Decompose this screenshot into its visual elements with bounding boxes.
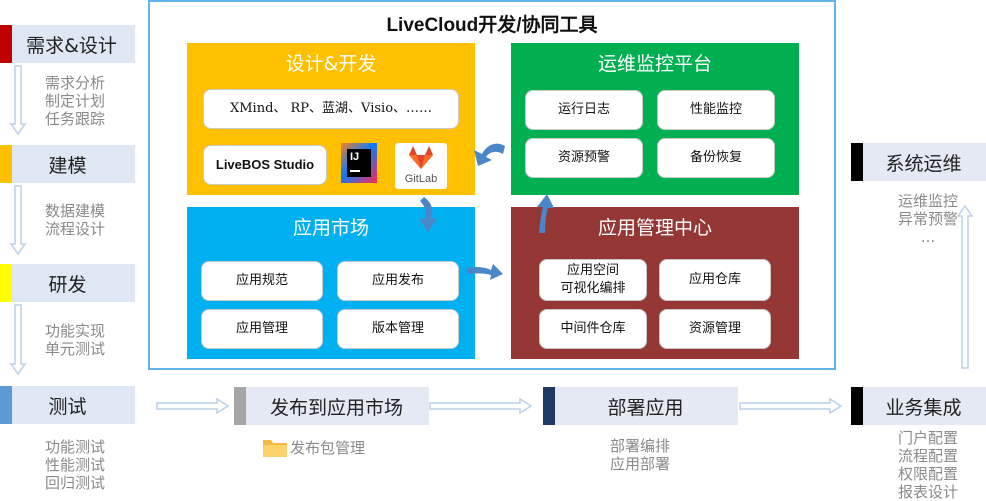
flow-note: 部署编排 应用部署 xyxy=(609,437,670,473)
card-performance: 性能监控 xyxy=(657,90,775,130)
arrow-market-to-center xyxy=(466,264,503,280)
panel-title: 运维监控平台 xyxy=(597,53,712,75)
frame-title: LiveCloud开发/协同工具 xyxy=(386,15,598,36)
flow-deploy-app: 部署应用 xyxy=(543,387,738,425)
card-resource-manage: 资源管理 xyxy=(659,309,771,349)
panel-app-center: 应用管理中心 应用空间 可视化编排 应用仓库 中间件仓库 资源管理 xyxy=(511,207,799,359)
stage-accent xyxy=(0,386,12,424)
stage-accent xyxy=(0,145,12,183)
flow-note: 门户配置 流程配置 权限配置 报表设计 xyxy=(897,429,958,501)
stage-testing: 测试 xyxy=(0,386,135,424)
stage-notes: 运维监控 异常预警 ... xyxy=(897,192,958,246)
stage-label: 需求&设计 xyxy=(26,34,117,57)
panel-title: 应用管理中心 xyxy=(597,217,712,239)
stage-label: 建模 xyxy=(48,154,87,177)
card-middleware-repo: 中间件仓库 xyxy=(539,309,647,349)
panel-title: 应用市场 xyxy=(292,217,369,239)
gitlab-fox-icon xyxy=(409,146,433,169)
intellij-icon: IJ xyxy=(341,143,377,183)
card-tools: XMind、 RP、蓝湖、Visio、…… xyxy=(203,89,459,129)
stage-notes: 需求分析 制定计划 任务跟踪 xyxy=(44,74,105,128)
stage-accent xyxy=(0,264,12,302)
intellij-inner: IJ xyxy=(347,149,371,177)
arrow-center-to-ops xyxy=(537,194,554,233)
flow-label: 业务集成 xyxy=(885,396,962,419)
stage-notes: 功能实现 单元测试 xyxy=(44,322,105,358)
card-app-repo: 应用仓库 xyxy=(659,259,771,301)
stage-label: 系统运维 xyxy=(885,152,962,175)
card-app-manage: 应用管理 xyxy=(201,309,323,349)
flow-accent xyxy=(543,387,555,425)
stage-development: 研发 xyxy=(0,264,135,302)
panel-design-dev: 设计&开发 XMind、 RP、蓝湖、Visio、…… LiveBOS Stud… xyxy=(187,43,475,195)
flow-label: 部署应用 xyxy=(607,396,684,419)
arrow-design-to-market xyxy=(419,197,437,232)
card-backup-restore: 备份恢复 xyxy=(657,138,775,178)
flow-accent xyxy=(851,387,863,425)
card-resource-alert: 资源预警 xyxy=(525,138,643,178)
panel-ops-monitor: 运维监控平台 运行日志 性能监控 资源预警 备份恢复 xyxy=(511,43,799,195)
card-app-spec: 应用规范 xyxy=(201,261,323,301)
stage-label: 研发 xyxy=(48,273,87,296)
stage-notes: 功能测试 性能测试 回归测试 xyxy=(44,438,105,492)
flow-publish-market: 发布到应用市场 xyxy=(234,387,429,425)
gitlab-icon: GitLab xyxy=(395,143,447,189)
stage-notes: 数据建模 流程设计 xyxy=(44,202,105,238)
stage-label: 测试 xyxy=(48,395,87,418)
panel-title: 设计&开发 xyxy=(285,53,377,75)
card-app-publish: 应用发布 xyxy=(337,261,459,301)
stage-requirements: 需求&设计 xyxy=(0,25,135,63)
card-livebos-studio: LiveBOS Studio xyxy=(203,145,327,185)
flow-label: 发布到应用市场 xyxy=(269,396,403,419)
panel-app-market: 应用市场 应用规范 应用发布 应用管理 版本管理 xyxy=(187,207,475,359)
stage-accent xyxy=(851,143,863,181)
card-runtime-log: 运行日志 xyxy=(525,90,643,130)
package-folder-icon xyxy=(262,436,288,458)
card-version-manage: 版本管理 xyxy=(337,309,459,349)
stage-modeling: 建模 xyxy=(0,145,135,183)
stage-accent xyxy=(0,25,12,63)
flow-note: 发布包管理 xyxy=(290,439,366,457)
flow-business-integration: 业务集成 xyxy=(851,387,986,425)
card-app-space: 应用空间 可视化编排 xyxy=(539,259,647,301)
arrow-ops-to-design xyxy=(474,143,505,166)
flow-accent xyxy=(234,387,246,425)
stage-system-ops: 系统运维 xyxy=(851,143,986,181)
